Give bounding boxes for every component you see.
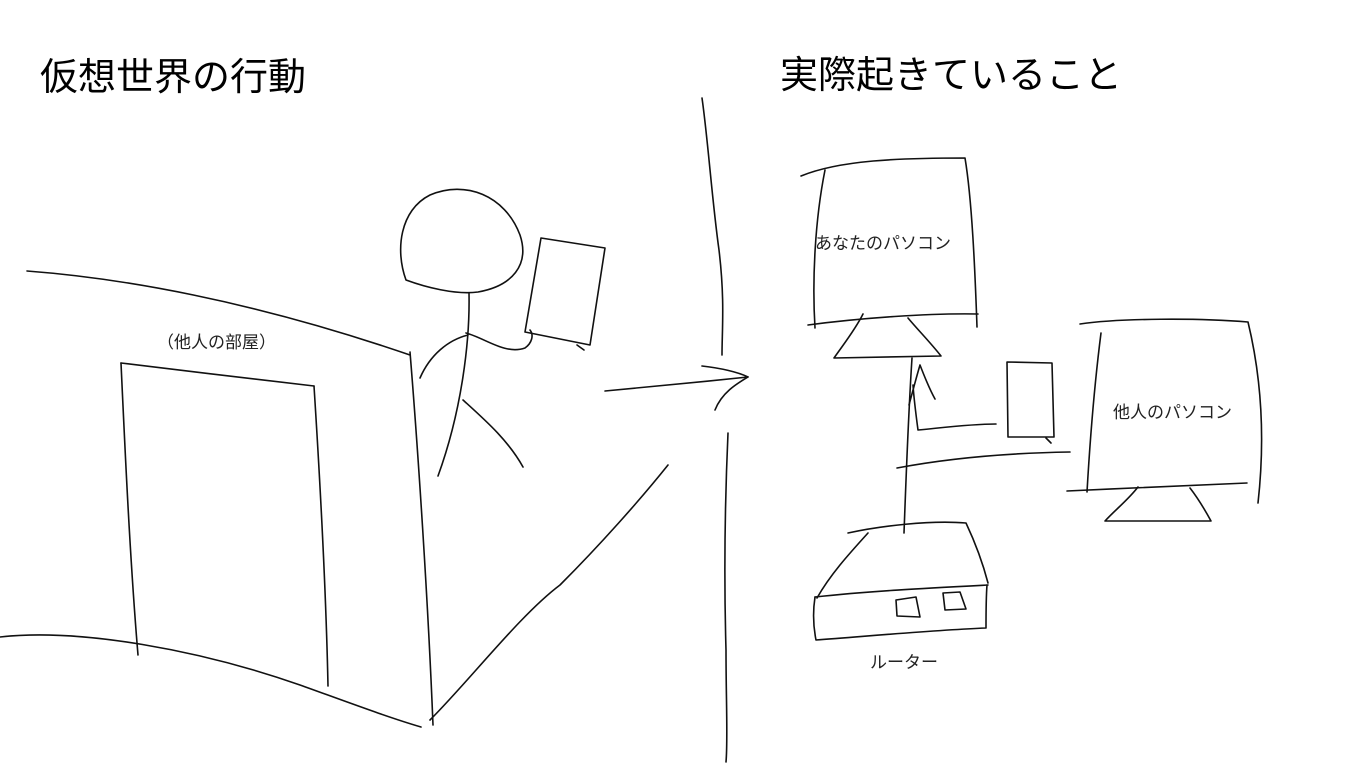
router-label: ルーター bbox=[870, 653, 938, 673]
right-panel-title: 実際起きていること bbox=[780, 53, 1123, 97]
network-cables bbox=[896, 357, 1071, 534]
door bbox=[120, 362, 329, 687]
left-panel-title: 仮想世界の行動 bbox=[40, 55, 307, 99]
divider-arrow bbox=[604, 97, 749, 763]
stick-figure bbox=[399, 188, 533, 477]
room-wall bbox=[0, 270, 669, 728]
router bbox=[812, 521, 989, 641]
your-pc bbox=[800, 157, 979, 359]
your-pc-label: あなたのパソコン bbox=[815, 234, 951, 254]
other-pc-label: 他人のパソコン bbox=[1113, 403, 1232, 423]
other-pc bbox=[1066, 318, 1263, 522]
room-label: （他人の部屋） bbox=[157, 333, 276, 353]
tablet bbox=[524, 237, 606, 351]
